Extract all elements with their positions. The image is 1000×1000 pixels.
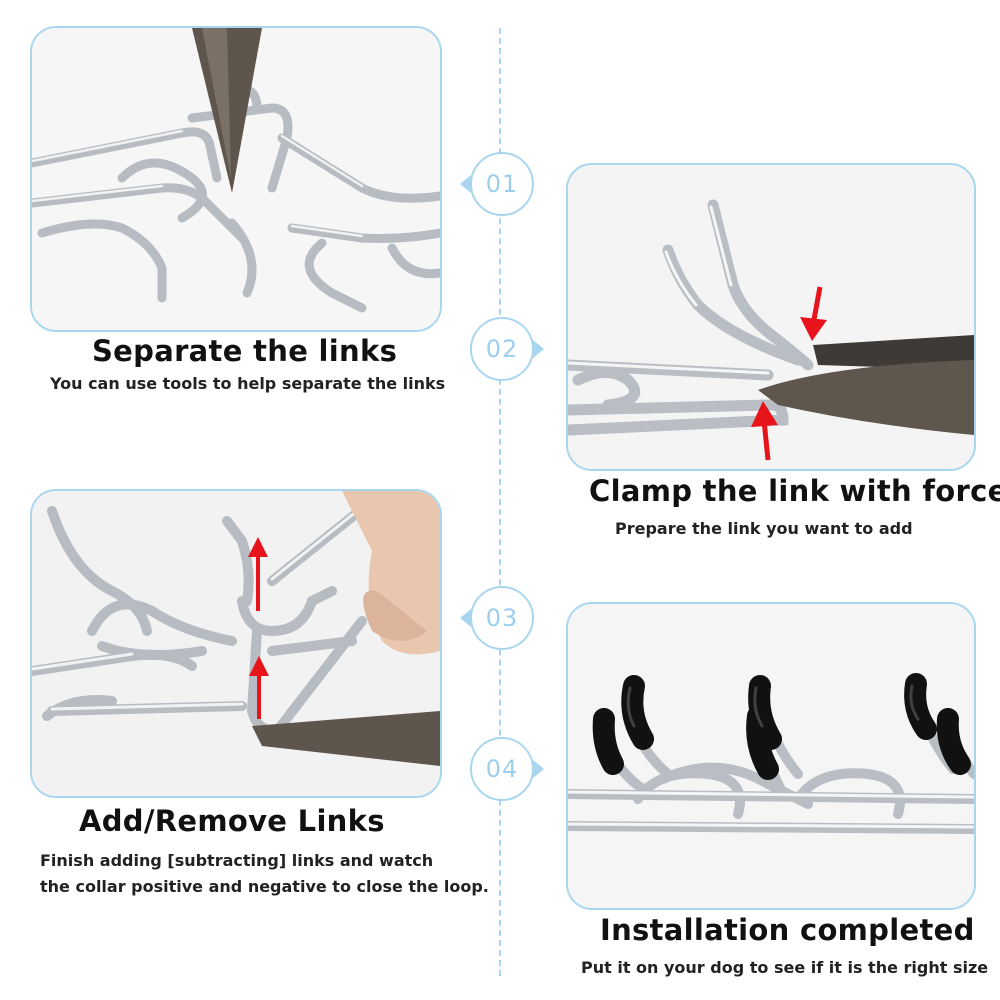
- step-number: 03: [485, 604, 519, 632]
- step-badge-01: 01: [460, 152, 534, 216]
- step-subtitle: Prepare the link you want to add: [615, 519, 913, 538]
- step-badge-04: 04: [470, 737, 544, 801]
- chain-photo-illustration: [568, 604, 974, 908]
- chain-photo-illustration: [32, 28, 440, 330]
- chain-photo-illustration: [32, 491, 440, 796]
- chain-photo-illustration: [568, 165, 974, 469]
- step-title: Installation completed: [600, 913, 975, 947]
- step-title: Separate the links: [92, 334, 398, 368]
- photo-clamp-link: [566, 163, 976, 471]
- badge-pointer-icon: [460, 175, 471, 193]
- center-divider: [499, 28, 501, 976]
- step-subtitle-line-2: the collar positive and negative to clos…: [40, 877, 489, 896]
- photo-installation-completed: [566, 602, 976, 910]
- step-subtitle: You can use tools to help separate the l…: [50, 374, 446, 393]
- badge-pointer-icon: [533, 760, 544, 778]
- badge-pointer-icon: [533, 340, 544, 358]
- badge-pointer-icon: [460, 609, 471, 627]
- step-badge-02: 02: [470, 317, 544, 381]
- photo-add-remove-links: [30, 489, 442, 798]
- photo-separate-links: [30, 26, 442, 332]
- step-badge-03: 03: [460, 586, 534, 650]
- step-number: 04: [485, 755, 519, 783]
- step-number: 02: [485, 335, 519, 363]
- step-title: Add/Remove Links: [79, 804, 385, 838]
- step-subtitle-line-1: Finish adding [subtracting] links and wa…: [40, 851, 434, 870]
- step-title: Clamp the link with force: [589, 474, 1000, 508]
- step-number: 01: [485, 170, 519, 198]
- step-subtitle: Put it on your dog to see if it is the r…: [581, 958, 989, 977]
